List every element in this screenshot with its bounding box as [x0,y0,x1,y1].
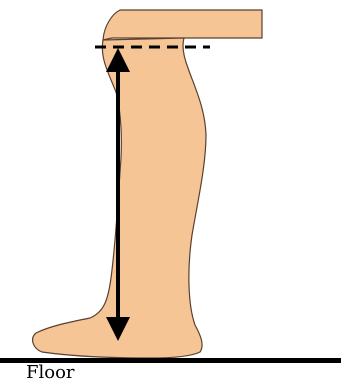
floor-label: Floor [26,364,75,382]
thigh-shape [103,10,262,40]
